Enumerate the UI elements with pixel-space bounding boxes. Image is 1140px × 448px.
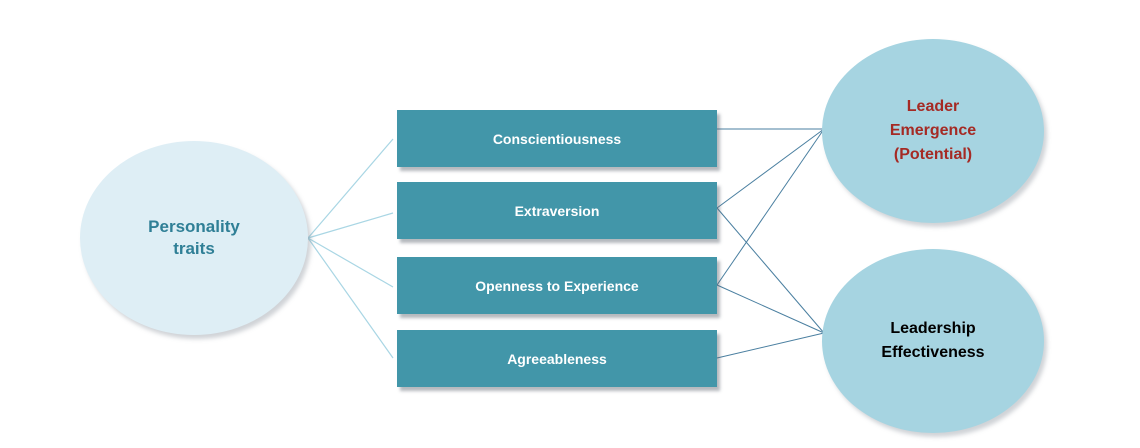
- trait-box-agreeableness: Agreeableness: [397, 330, 717, 387]
- source-connector-openness: [307, 237, 394, 288]
- personality-traits-node: Personality traits: [80, 141, 308, 335]
- trait-box-conscientiousness: Conscientiousness: [397, 110, 717, 167]
- personality-traits-label-line2: traits: [173, 239, 215, 258]
- leadership-effectiveness-label: Leadership Effectiveness: [858, 317, 1008, 365]
- trait-box-extraversion: Extraversion: [397, 182, 717, 239]
- personality-traits-label-line1: Personality: [148, 217, 240, 236]
- link-openness-effectiveness: [716, 284, 825, 334]
- leadership-effectiveness-line2: Effectiveness: [881, 344, 985, 361]
- source-connector-conscientiousness: [307, 138, 394, 239]
- leadership-effectiveness-line1: Leadership: [890, 320, 976, 337]
- leader-emergence-line3: (Potential): [893, 146, 973, 163]
- source-connector-extraversion: [307, 212, 394, 239]
- personality-traits-label: Personality traits: [134, 216, 254, 260]
- source-connector-agreeableness: [307, 237, 394, 359]
- trait-label-conscientiousness: Conscientiousness: [492, 130, 622, 147]
- trait-label-extraversion: Extraversion: [514, 202, 600, 219]
- trait-label-openness: Openness to Experience: [475, 277, 639, 294]
- leadership-effectiveness-node: Leadership Effectiveness: [822, 249, 1044, 433]
- leader-emergence-line2: Emergence: [889, 122, 977, 139]
- leader-emergence-line1: Leader: [906, 98, 960, 115]
- trait-box-openness: Openness to Experience: [397, 257, 717, 314]
- link-extraversion-emergence: [716, 128, 825, 209]
- link-openness-emergence: [716, 128, 825, 286]
- leader-emergence-node: Leader Emergence (Potential): [822, 39, 1044, 223]
- link-extraversion-effectiveness: [716, 207, 825, 334]
- leader-emergence-label: Leader Emergence (Potential): [858, 95, 1008, 167]
- link-agreeableness-effectiveness: [716, 332, 825, 359]
- trait-label-agreeableness: Agreeableness: [507, 350, 607, 367]
